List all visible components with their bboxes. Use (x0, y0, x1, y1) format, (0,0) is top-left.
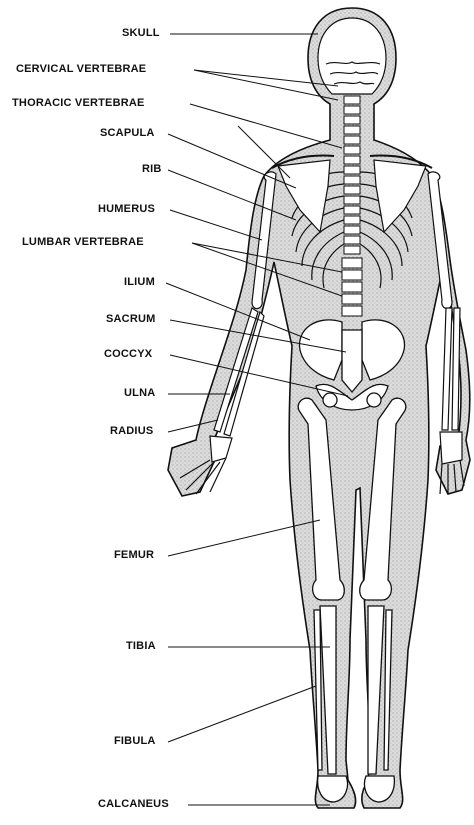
label-radius: RADIUS (110, 425, 154, 437)
radius-leader (167, 419, 219, 433)
label-skull: SKULL (122, 27, 160, 39)
label-coccyx: COCCYX (104, 348, 153, 360)
leg-bones (297, 397, 407, 803)
humerus-leader (169, 209, 263, 241)
label-ilium: ILIUM (124, 276, 155, 288)
leader-lines (165, 33, 349, 806)
spine (341, 95, 363, 317)
label-calcaneus: CALCANEUS (98, 798, 169, 810)
rib-leader (167, 169, 297, 221)
label-thoracic-vertebrae: THORACIC VERTEBRAE (12, 97, 145, 109)
coccyx-leader (169, 354, 349, 397)
scapula-bones (271, 154, 433, 234)
pelvis-bones (298, 319, 406, 411)
label-cervical-vertebrae: CERVICAL VERTEBRAE (16, 63, 147, 75)
label-rib: RIB (142, 163, 162, 175)
label-lumbar-vertebrae: LUMBAR VERTEBRAE (22, 236, 144, 248)
thoracic-leader (189, 103, 343, 149)
label-scapula: SCAPULA (100, 127, 155, 139)
label-ulna: ULNA (124, 387, 156, 399)
label-femur: FEMUR (114, 549, 155, 561)
label-sacrum: SACRUM (106, 313, 156, 325)
sacrum-leader (169, 319, 347, 353)
label-fibula: FIBULA (114, 735, 156, 747)
cervical-leader-b (193, 69, 339, 87)
label-humerus: HUMERUS (98, 203, 156, 215)
ilium-leader (165, 282, 311, 341)
lumbar-leader-b (191, 242, 343, 297)
lumbar-leader-a (191, 242, 343, 273)
skull-bone (317, 17, 387, 95)
scapula-leader-a (167, 133, 297, 189)
scapula-leader-b (237, 125, 291, 179)
label-tibia: TIBIA (126, 640, 156, 652)
cervical-leader-a (193, 69, 339, 101)
fibula-leader (167, 685, 317, 743)
femur-leader (167, 519, 321, 557)
